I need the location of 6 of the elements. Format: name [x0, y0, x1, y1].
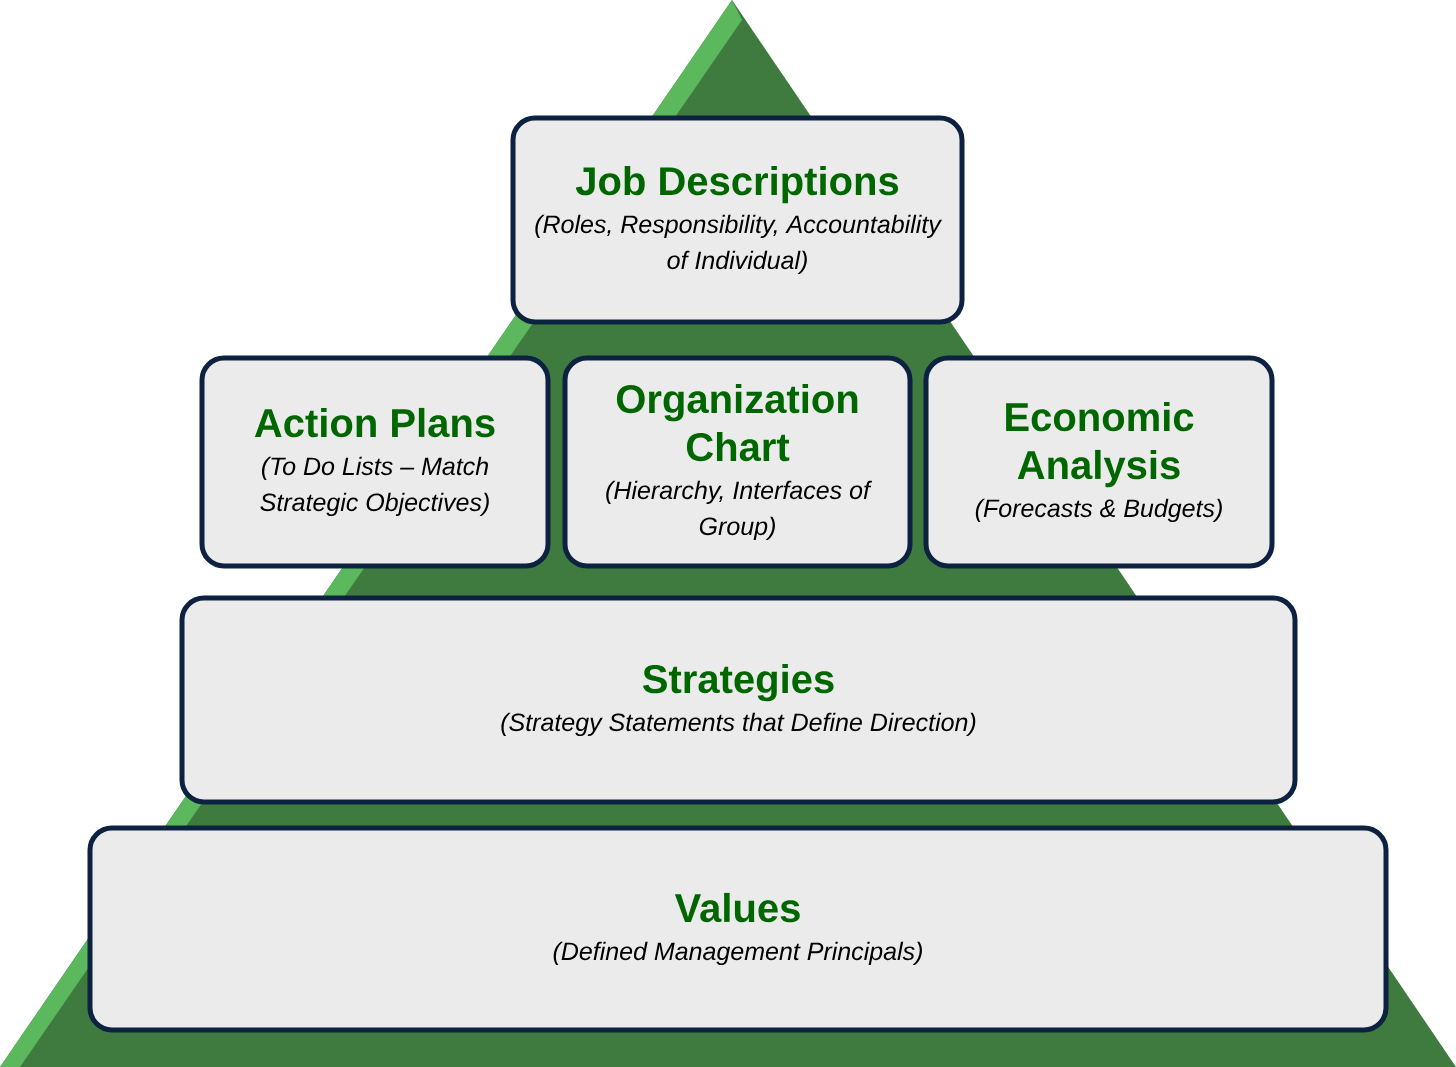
level-box: Organization Chart (Hierarchy, Interfaces of Group) [562, 355, 913, 569]
level-box: Action Plans (To Do Lists – Match Strategic Objectives) [199, 355, 551, 569]
level-box: Job Descriptions (Roles, Responsibility, Accountability of Individual) [510, 115, 965, 325]
level-box: Strategies (Strategy Statements that Define Direction) [179, 595, 1298, 805]
level-box: Economic Analysis (Forecasts & Budgets) [923, 355, 1275, 569]
level-box: Values (Defined Management Principals) [87, 825, 1389, 1033]
